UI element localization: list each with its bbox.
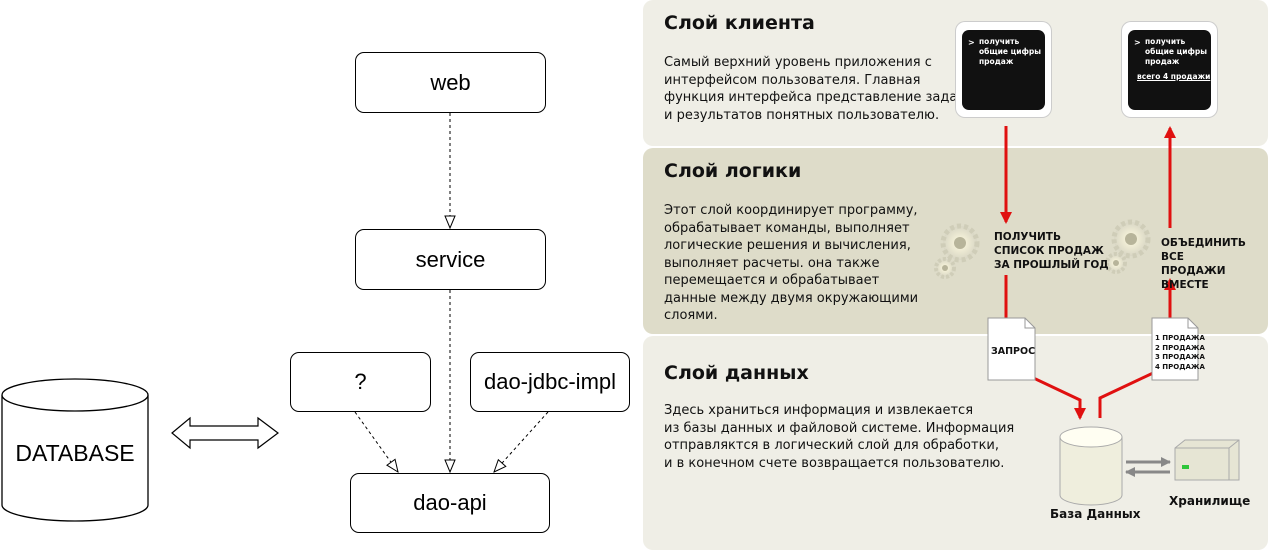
node-dao-jdbc-impl: dao-jdbc-impl bbox=[470, 352, 630, 412]
client-screen-request: > получить общие цифры продаж bbox=[956, 22, 1051, 117]
node-unknown: ? bbox=[290, 352, 431, 412]
diagram-connectors bbox=[1, 113, 549, 522]
screen-text: продаж bbox=[1145, 57, 1180, 66]
database-label: DATABASE bbox=[15, 440, 135, 466]
label-line: ПРОДАЖИ ВМЕСТЕ bbox=[1161, 265, 1226, 291]
client-layer-description: Самый верхний уровень приложения с интер… bbox=[664, 54, 965, 124]
text-line: данные между двумя окружающими bbox=[664, 290, 919, 306]
screen-display: > получить общие цифры продаж bbox=[962, 30, 1045, 110]
screen-text: продаж bbox=[979, 57, 1014, 66]
logic-layer-description: Этот слой координирует программу, обраба… bbox=[664, 202, 918, 325]
text-line: выполняет расчеты. она также bbox=[664, 255, 880, 271]
label-line: 4 ПРОДАЖА bbox=[1155, 362, 1205, 371]
screen-text: общие цифры bbox=[1145, 47, 1208, 56]
screen-text: общие цифры bbox=[979, 47, 1042, 56]
step-get-sales-label: ПОЛУЧИТЬ СПИСОК ПРОДАЖ ЗА ПРОШЛЫЙ ГОД bbox=[994, 230, 1109, 272]
storage-label: Хранилище bbox=[1169, 494, 1251, 508]
data-layer-description: Здесь храниться информация и извлекается… bbox=[664, 402, 1014, 472]
label-line: 1 ПРОДАЖА bbox=[1155, 334, 1205, 342]
label-line: ОБЪЕДИНИТЬ ВСЕ bbox=[1161, 237, 1246, 263]
edge-jdbc-dao bbox=[494, 411, 549, 472]
storage-icon bbox=[1174, 439, 1240, 481]
database-icon bbox=[1059, 426, 1123, 506]
gear-icon bbox=[934, 223, 980, 279]
screen-display: > получить общие цифры продаж всего 4 пр… bbox=[1128, 30, 1211, 110]
document-icon bbox=[1151, 317, 1199, 381]
logic-layer-title: Слой логики bbox=[664, 160, 802, 182]
double-arrow bbox=[171, 416, 279, 450]
label-line: 3 ПРОДАЖА bbox=[1155, 353, 1205, 361]
edge-unknown-dao bbox=[354, 411, 398, 472]
client-layer-title: Слой клиента bbox=[664, 12, 815, 34]
screen-total: всего 4 продажи bbox=[1137, 72, 1211, 81]
text-line: Этот слой координирует программу, bbox=[664, 203, 918, 218]
document-icon bbox=[987, 317, 1036, 381]
query-doc-label: ЗАПРОС bbox=[991, 346, 1036, 357]
prompt-glyph: > bbox=[968, 38, 975, 47]
text-line: обрабатывает команды, выполняет bbox=[664, 220, 910, 236]
label-line: ПОЛУЧИТЬ bbox=[994, 231, 1061, 243]
label-line: 2 ПРОДАЖА bbox=[1155, 343, 1205, 352]
flow-graphics bbox=[934, 126, 1240, 506]
client-screen-result: > получить общие цифры продаж всего 4 пр… bbox=[1122, 22, 1217, 117]
text-line: и в конечном счете возвращается пользова… bbox=[664, 455, 1005, 471]
screen-text: получить bbox=[979, 37, 1020, 46]
node-dao-api: dao-api bbox=[350, 473, 550, 533]
node-service: service bbox=[355, 229, 546, 290]
text-line: функция интерфейса представление задач bbox=[664, 90, 965, 105]
label-line: ЗА ПРОШЛЫЙ ГОД bbox=[994, 259, 1109, 271]
text-line: слоями. bbox=[664, 308, 718, 323]
text-line: и результатов понятных пользователю. bbox=[664, 107, 940, 123]
text-line: логические решения и вычисления, bbox=[664, 238, 911, 253]
result-doc-label: 1 ПРОДАЖА 2 ПРОДАЖА 3 ПРОДАЖА 4 ПРОДАЖА bbox=[1155, 334, 1205, 372]
text-line: Здесь храниться информация и извлекается bbox=[664, 403, 974, 418]
label-line: СПИСОК ПРОДАЖ bbox=[994, 245, 1104, 257]
gear-icon bbox=[1105, 219, 1151, 274]
text-line: интерфейсом пользователя. Главная bbox=[664, 72, 921, 88]
text-line: Самый верхний уровень приложения с bbox=[664, 55, 932, 70]
step-merge-sales-label: ОБЪЕДИНИТЬ ВСЕ ПРОДАЖИ ВМЕСТЕ bbox=[1161, 236, 1269, 292]
text-line: отправляктся в логический слой для обраб… bbox=[664, 438, 1000, 453]
data-layer-title: Слой данных bbox=[664, 362, 809, 384]
three-tier-diagram: Слой клиента Самый верхний уровень прило… bbox=[640, 0, 1269, 553]
text-line: из базы данных и файловой системе. Инфор… bbox=[664, 420, 1015, 436]
architecture-diagram: web service ? dao-jdbc-impl dao-api DATA… bbox=[1, 52, 630, 533]
text-line: перемещается и обрабатывает bbox=[664, 273, 880, 288]
screen-text: получить bbox=[1145, 37, 1186, 46]
prompt-glyph: > bbox=[1134, 38, 1141, 47]
database-label: База Данных bbox=[1050, 507, 1141, 521]
database-cylinder bbox=[1, 378, 149, 522]
node-web: web bbox=[355, 52, 546, 113]
